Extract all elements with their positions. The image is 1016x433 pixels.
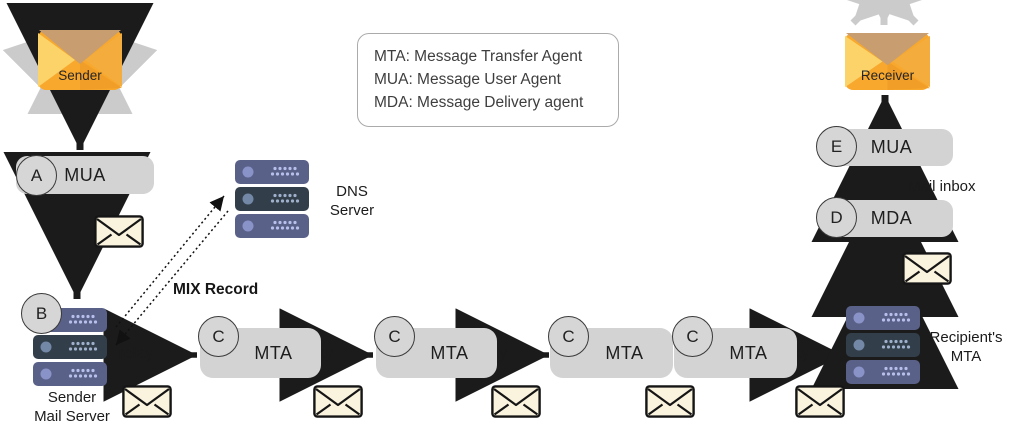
mix-record-label: MIX Record bbox=[173, 281, 259, 298]
legend-box: MTA: Message Transfer Agent MUA: Message… bbox=[357, 33, 619, 128]
dns-server-icon bbox=[235, 160, 309, 238]
badge-c-2: C bbox=[374, 316, 415, 357]
legend-line-mda: MDA: Message Delivery agent bbox=[374, 93, 584, 111]
badge-c-1: C bbox=[198, 316, 239, 357]
recipient-mta-label: Recipient's MTA bbox=[918, 329, 1014, 367]
mua-a-label: MUA bbox=[64, 164, 106, 185]
recipient-mta-label-line1: Recipient's bbox=[929, 329, 1003, 346]
message-envelope-icon bbox=[645, 385, 695, 418]
badge-c-4: C bbox=[672, 316, 713, 357]
sender-mail-server-label-line1: Sender bbox=[47, 389, 97, 406]
dashed-arrow-dns-response bbox=[115, 210, 229, 346]
badge-e: E bbox=[816, 126, 857, 167]
badge-d: D bbox=[816, 197, 857, 238]
dns-server-label-line2: Server bbox=[329, 201, 375, 219]
sender-label: Sender bbox=[58, 68, 102, 83]
receiver-node: Receiver bbox=[845, 33, 930, 90]
legend-line-mua: MUA: Message User Agent bbox=[374, 70, 561, 88]
message-envelope-icon bbox=[491, 385, 541, 418]
sender-broadcast-arrows-icon bbox=[2, 9, 158, 125]
badge-b: B bbox=[21, 293, 62, 334]
message-envelope-icon bbox=[122, 385, 172, 418]
message-envelope-icon bbox=[313, 385, 363, 418]
mta-label-2: MTA bbox=[430, 342, 469, 363]
mta-label-1: MTA bbox=[254, 342, 293, 363]
receiver-label: Receiver bbox=[860, 68, 915, 83]
message-envelope-icon bbox=[902, 252, 952, 285]
mail-inbox-label: Mail inbox bbox=[908, 178, 976, 195]
mua-e-label: MUA bbox=[870, 137, 913, 157]
relay-label-1: relay bbox=[118, 345, 154, 362]
dns-server-label: DNS Server bbox=[316, 183, 388, 221]
legend-line-mta: MTA: Message Transfer Agent bbox=[374, 48, 583, 65]
mda-label: MDA bbox=[870, 208, 913, 228]
sender-mail-server-label-line2: Mail Server bbox=[34, 407, 110, 425]
recipient-mta-label-line2: MTA bbox=[950, 347, 982, 365]
message-envelope-icon bbox=[94, 215, 144, 248]
badge-a: A bbox=[16, 155, 57, 196]
sender-mail-server-label: Sender Mail Server bbox=[12, 389, 132, 427]
sender-node: Sender bbox=[38, 30, 122, 90]
mta-label-4: MTA bbox=[729, 342, 768, 363]
receiver-incoming-arrows-icon bbox=[804, 0, 965, 26]
message-envelope-icon bbox=[795, 385, 845, 418]
recipient-mta-server-icon bbox=[846, 306, 920, 384]
mta-label-3: MTA bbox=[605, 342, 644, 363]
badge-c-3: C bbox=[548, 316, 589, 357]
dns-server-label-line1: DNS bbox=[336, 183, 368, 200]
